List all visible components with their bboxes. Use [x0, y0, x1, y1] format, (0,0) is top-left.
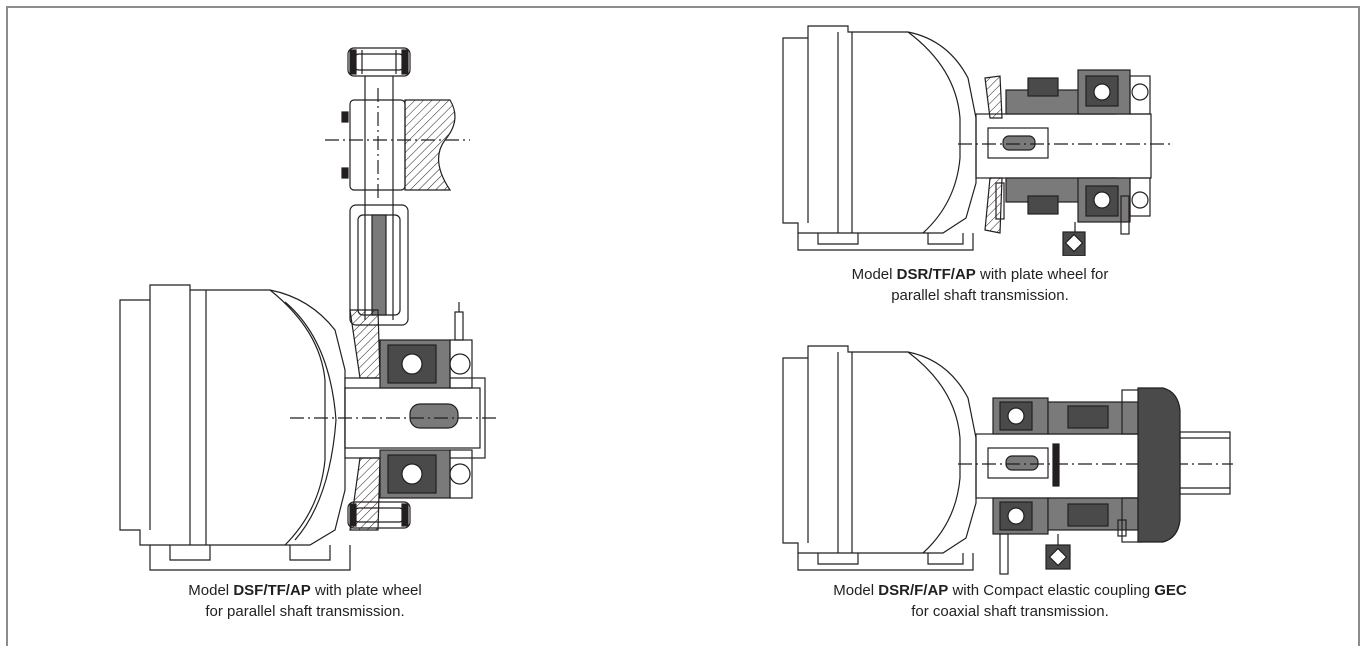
model-name: DSR/TF/AP: [896, 266, 976, 283]
caption-dsr-tf-ap: Model DSR/TF/AP with plate wheel for par…: [775, 264, 1185, 306]
caption-line-2: for parallel shaft transmission.: [205, 603, 405, 620]
gearbox-housing-icon: [119, 284, 351, 571]
drawing-dsr-tf-ap: [778, 18, 1178, 256]
chain-top-icon: [347, 47, 411, 77]
caption-dsr-f-ap: Model DSR/F/AP with Compact elastic coup…: [760, 580, 1260, 622]
caption-line-2: for coaxial shaft transmission.: [911, 603, 1109, 620]
coupling-name: GEC: [1154, 582, 1187, 599]
caption-line-1: Model DSR/F/AP with Compact elastic coup…: [833, 582, 1187, 599]
drawing-dsf-tf-ap: [110, 40, 510, 575]
figure-frame: [6, 6, 1360, 646]
model-name: DSR/F/AP: [878, 582, 949, 599]
caption-line-1: Model DSF/TF/AP with plate wheel: [188, 582, 422, 599]
caption-line-2: parallel shaft transmission.: [891, 287, 1069, 304]
drawing-dsr-f-ap: [778, 340, 1238, 580]
gearbox-housing-icon: [782, 25, 977, 251]
caption-dsf-tf-ap: Model DSF/TF/AP with plate wheel for par…: [115, 580, 495, 622]
gearbox-housing-icon: [782, 345, 977, 571]
model-name: DSF/TF/AP: [233, 582, 311, 599]
caption-line-1: Model DSR/TF/AP with plate wheel for: [851, 266, 1109, 283]
